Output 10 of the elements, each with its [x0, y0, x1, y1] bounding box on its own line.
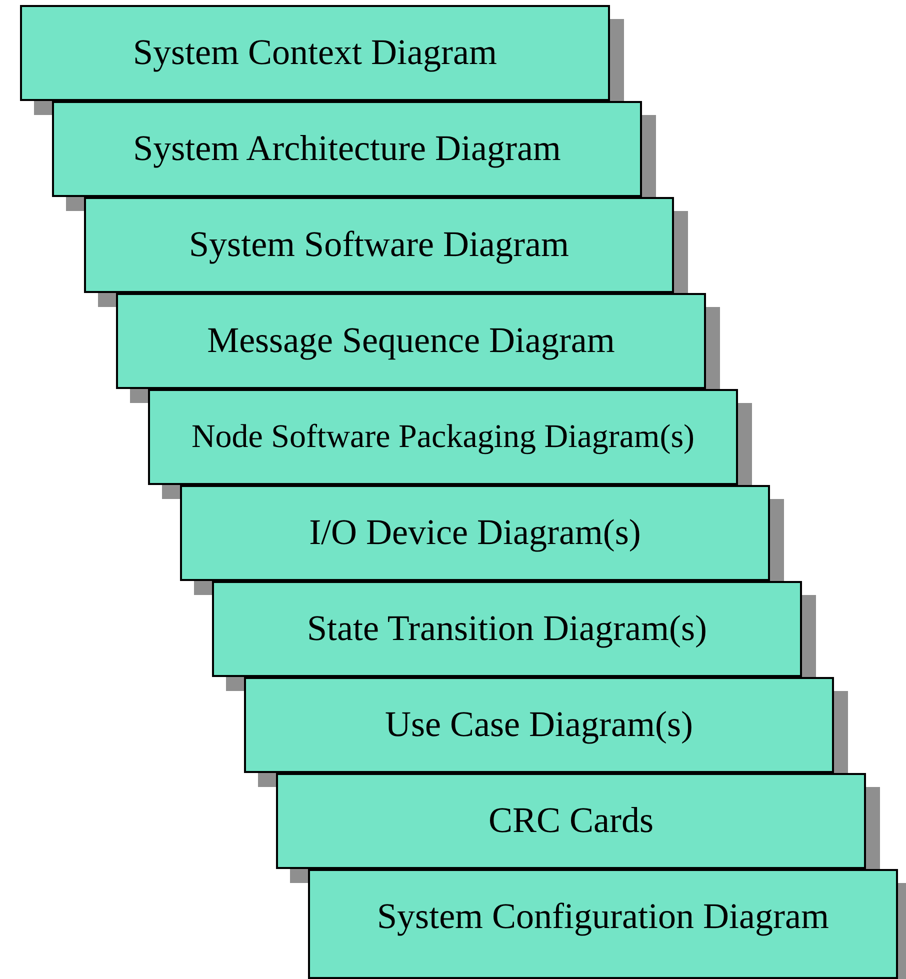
card-title: Node Software Packaging Diagram(s): [191, 418, 695, 456]
card-title: System Configuration Diagram: [377, 897, 829, 937]
card-title: State Transition Diagram(s): [307, 609, 707, 649]
card-title: I/O Device Diagram(s): [309, 513, 641, 553]
card-title: Message Sequence Diagram: [207, 321, 615, 361]
card-title: System Architecture Diagram: [133, 129, 561, 169]
card-title: System Software Diagram: [189, 225, 569, 265]
card-title: CRC Cards: [488, 801, 654, 841]
card-title: Use Case Diagram(s): [385, 705, 693, 745]
card-title: System Context Diagram: [133, 33, 497, 73]
